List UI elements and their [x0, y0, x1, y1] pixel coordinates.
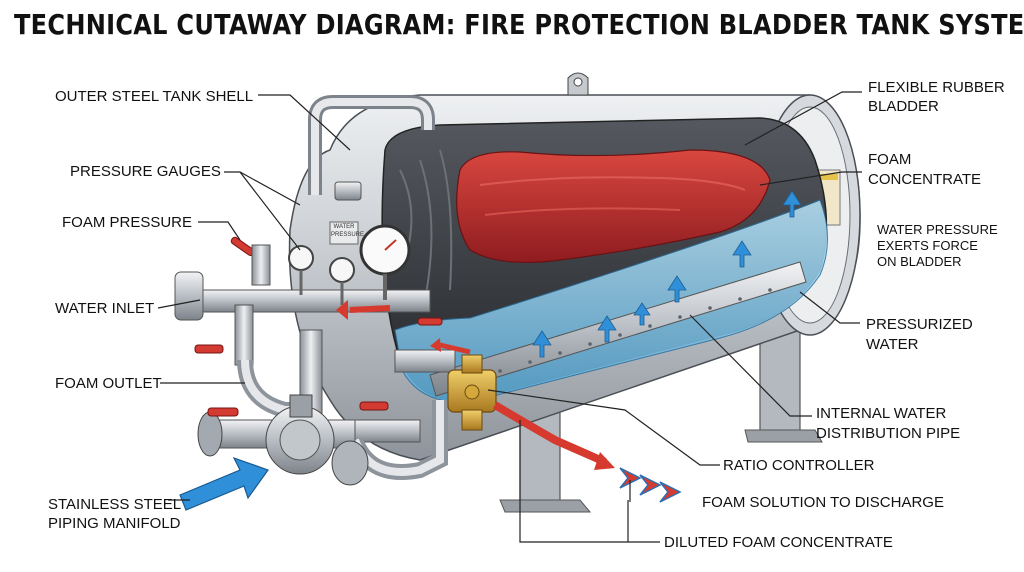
piping-manifold [174, 221, 456, 486]
top-pipe [308, 95, 435, 201]
label-diluted-foam: DILUTED FOAM CONCENTRATE [664, 534, 893, 551]
water-force-arrows [532, 190, 802, 358]
label-bladder-2: BLADDER [868, 98, 939, 115]
label-manifold-1: STAINLESS STEEL [48, 496, 182, 513]
label-bladder-1: FLEXIBLE RUBBER [868, 79, 1005, 96]
water-inlet-arrow [179, 456, 269, 511]
gauge-plate: WATER PRESSURE [331, 223, 365, 239]
label-pressure-gauges: PRESSURE GAUGES [70, 163, 221, 180]
label-foam-pressure: FOAM PRESSURE [62, 214, 193, 231]
gauge-plate-line2: PRESSURE [331, 232, 365, 238]
label-manifold-2: PIPING MANIFOLD [48, 515, 181, 532]
label-dist-pipe-1: INTERNAL WATER [816, 405, 947, 422]
label-pressurized-2: WATER [866, 336, 919, 353]
ratio-controller-body [447, 354, 497, 431]
cutaway-interior [381, 117, 828, 403]
label-water-inlet: WATER INLET [55, 300, 155, 317]
page-title: TECHNICAL CUTAWAY DIAGRAM: FIRE PROTECTI… [14, 8, 1024, 41]
gauge-plate-line1: WATER [333, 224, 355, 230]
leader-lines [157, 91, 862, 543]
label-ratio-controller: RATIO CONTROLLER [723, 457, 875, 474]
label-foam-solution: FOAM SOLUTION TO DISCHARGE [702, 494, 944, 511]
label-water-force-1: WATER PRESSURE [877, 222, 998, 237]
label-pressurized-1: PRESSURIZED [866, 316, 973, 333]
foam-flow-arrows [336, 300, 682, 503]
label-outer-shell: OUTER STEEL TANK SHELL [55, 88, 254, 105]
label-water-force-3: ON BLADDER [877, 254, 962, 269]
label-foam-concentrate-2: CONCENTRATE [868, 171, 982, 188]
label-foam-outlet: FOAM OUTLET [55, 375, 162, 392]
label-foam-concentrate-1: FOAM [868, 151, 912, 168]
label-dist-pipe-2: DISTRIBUTION PIPE [816, 425, 961, 442]
distribution-pipe [429, 261, 807, 397]
label-water-force-2: EXERTS FORCE [877, 238, 978, 253]
